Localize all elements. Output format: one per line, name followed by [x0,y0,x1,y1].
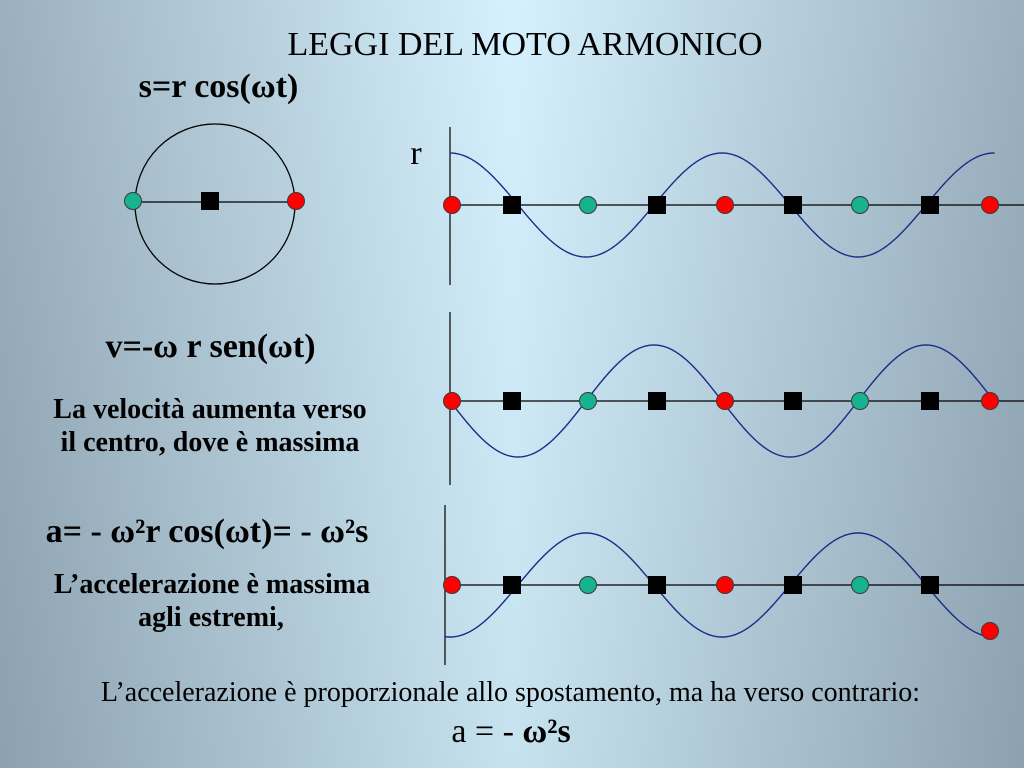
black-square-marker [784,576,802,594]
acceleration-markers [443,576,999,640]
velocity-formula: v=-ω r sen(ωt) [105,327,316,365]
black-square-marker [921,392,939,410]
displacement-formula: s=r cos(ωt) [138,67,299,105]
velocity-graph [443,312,1024,485]
acceleration-graph [443,505,1024,665]
black-square-marker [503,196,521,214]
black-square-marker [921,576,939,594]
black-square-marker [503,392,521,410]
teal-dot-marker [851,392,869,410]
acceleration-note-line: L’accelerazione è massima [53,568,371,600]
red-dot-marker [981,196,999,214]
page-title: LEGGI DEL MOTO ARMONICO [287,25,763,63]
red-dot-marker [716,392,734,410]
red-dot [287,192,305,210]
black-square-marker [784,392,802,410]
teal-dot [124,192,142,210]
footer-formula-bold: ω²s [522,712,571,750]
black-square-marker [921,196,939,214]
footer-formula-plain: a = - [451,712,523,750]
displacement-markers [443,196,999,214]
red-dot-marker [981,392,999,410]
red-dot-marker [716,576,734,594]
teal-dot-marker [579,392,597,410]
red-dot-marker [443,392,461,410]
footer-formula: a = - ω²s [10,712,1012,750]
red-dot-marker [443,576,461,594]
teal-dot-marker [851,576,869,594]
black-square-marker [503,576,521,594]
teal-dot-marker [579,196,597,214]
teal-dot-marker [579,576,597,594]
red-dot-marker [443,196,461,214]
reference-circle-group [124,123,305,285]
acceleration-formula: a= - ω²r cos(ωt)= - ω²s [45,512,369,550]
acceleration-note-line: agli estremi, [138,602,284,633]
black-square-marker [648,196,666,214]
velocity-markers [443,392,999,410]
black-square [201,192,219,210]
velocity-note-line: il centro, dove è massima [60,427,360,458]
acceleration-curve [444,532,992,638]
black-square-marker [648,392,666,410]
axis-label: r [410,135,422,172]
displacement-curve [449,152,995,258]
black-square-marker [784,196,802,214]
displacement-graph [443,127,1024,285]
red-dot-marker [716,196,734,214]
black-square-marker [648,576,666,594]
footer-statement: L’accelerazione è proporzionale allo spo… [100,676,921,708]
red-dot-marker [981,622,999,640]
velocity-note-line: La velocità aumenta verso [53,393,367,425]
teal-dot-marker [851,196,869,214]
